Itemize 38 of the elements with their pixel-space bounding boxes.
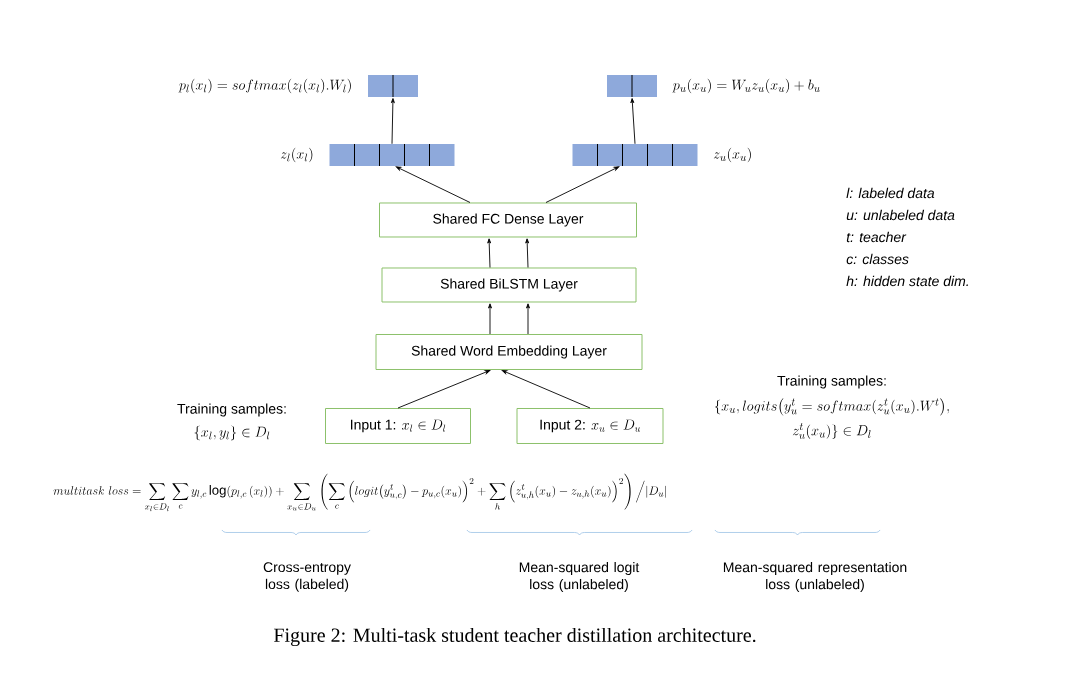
vector-bar [368,74,418,98]
layer-box: Shared FC Dense Layer [379,202,637,238]
key-text: t: teacher [846,231,907,243]
formula: $z_u^t(x_u)\} \in D_l$ [792,423,871,439]
brace-label: Mean-squared logit loss (unlabeled) [519,561,640,592]
arrow [501,370,591,409]
arrow [526,303,530,335]
label-text: Training samples: [177,403,286,417]
arrow [545,166,620,203]
formula: $\{x_u, logits\big(y_u^t = softmax(z_u^t(x_u).W^t\big),$ [715,398,949,416]
layer-box: $\text{Input 2: } x_u \in D_u$ [516,408,664,444]
key-text: u: unlabeled data [846,209,955,221]
formula: $z_l(x_l)$ [280,147,313,163]
caption: Figure 2: Multi-task student teacher distillation architecture. [274,627,756,647]
formula: $p_u(x_u) = W_u z_u(x_u) + b_u$ [672,78,820,94]
arrow [487,238,492,268]
key-text: h: hidden state dim. [846,275,968,287]
layer-box: Shared Word Embedding Layer [375,334,643,370]
brace-label: Mean-squared representation loss (unlabeled) [723,561,907,592]
key-text: l: labeled data [846,187,935,199]
arrow [630,98,636,145]
formula: $z_u(x_u)$ [713,147,751,163]
arrow [395,166,471,203]
arrow [488,303,492,335]
layer-box: Shared BiLSTM Layer [381,267,637,303]
vector-bar [572,143,698,167]
vector-bar [329,143,455,167]
key-text: c: classes [846,253,909,265]
formula: $p_l(x_l) = softmax(z_l(x_l).W_l)$ [178,78,351,94]
loss-formula: $multitask\ loss = \sum_{x_l \in D_l} \sum_c y_{l,c} \log(p_{l,c}\,(x_l)) + \sum_{x_u \in D_u} \left( \sum_c \Big(logit\big(y_{u,c}^t\big) - p_{u,c}(x_u)\Big)^2 + \sum_h \Big(z_{u,h}^t(x_u) - z_{u,h}(x_u)\Big)^2 \right) \Big/ |D_u|$ [53,473,666,512]
arrow [390,98,395,145]
formula: $\{x_l, y_l\} \in D_l$ [194,425,270,441]
vector-bar [607,74,657,98]
arrow [525,238,530,268]
label-text: Training samples: [777,375,886,389]
arrow [397,370,491,409]
layer-box: $\text{Input 1: } x_l \in D_l$ [325,408,471,444]
brace-label: Cross-entropy loss (labeled) [263,562,351,592]
